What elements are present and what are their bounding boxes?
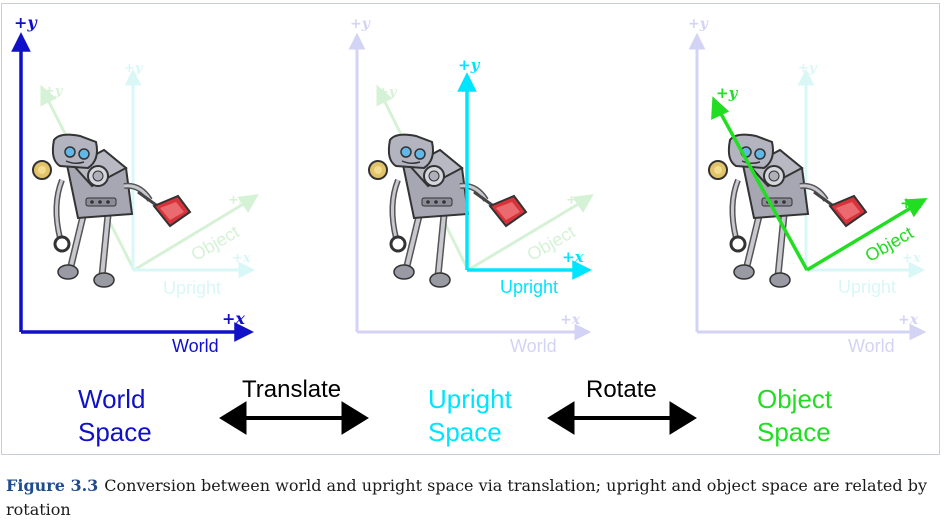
faded-upright-x-label: +x — [232, 251, 251, 266]
faded-world-axes — [348, 32, 592, 341]
faded-upright-x-label: +x — [902, 251, 921, 266]
faded-world-axes — [688, 32, 927, 341]
upright-space-label-line1: Upright — [428, 384, 513, 414]
upright-axes-name: Upright — [500, 277, 558, 297]
object-y-label: +y — [716, 84, 739, 102]
world-axes — [11, 32, 254, 342]
faded-world-x-label: +x — [560, 312, 581, 328]
object-space-label-line1: Object — [757, 384, 833, 414]
object-space-label-line2: Space — [757, 417, 831, 447]
upright-y-label: +y — [458, 56, 481, 74]
double-arrow-icon — [547, 401, 697, 435]
translate-label: Translate — [242, 376, 341, 403]
faded-world-y-label: +y — [688, 16, 709, 32]
faded-world-name: World — [510, 336, 557, 356]
panel-world-space: +x +y Object +x +y Upright +y +x World W… — [11, 13, 259, 447]
upright-axes — [457, 72, 592, 280]
faded-upright-y-label: +y — [124, 61, 144, 76]
world-axes-name: World — [172, 336, 219, 356]
world-y-label: +y — [14, 13, 38, 32]
faded-object-y-label: +y — [44, 84, 64, 99]
rotate-label: Rotate — [586, 376, 657, 403]
caption-text: Conversion between world and upright spa… — [6, 476, 927, 519]
object-axes — [711, 96, 928, 272]
faded-world-x-label: +x — [898, 312, 919, 328]
faded-upright-axes — [797, 68, 926, 279]
figure-number: Figure 3.3 — [6, 476, 99, 495]
faded-upright-name: Upright — [163, 278, 221, 298]
robot-illustration — [33, 135, 190, 287]
faded-world-name: World — [848, 336, 895, 356]
upright-space-label-line2: Space — [428, 417, 502, 447]
world-space-label-line2: Space — [78, 417, 152, 447]
object-x-label: +x — [900, 194, 923, 212]
faded-object-x-label: +x — [228, 193, 247, 208]
robot-illustration — [709, 135, 866, 287]
panel-object-space: +y +x World +x +y Upright +y +x Object O… — [688, 16, 928, 447]
double-arrow-icon — [219, 401, 369, 435]
rotate-arrow-group: Rotate — [547, 376, 697, 435]
translate-arrow-group: Translate — [219, 376, 369, 435]
faded-object-x-label: +x — [566, 193, 585, 208]
faded-object-y-label: +y — [378, 85, 398, 100]
world-x-label: +x — [222, 309, 245, 328]
world-space-label-line1: World — [78, 384, 145, 414]
faded-upright-y-label: +y — [798, 61, 818, 76]
faded-world-y-label: +y — [350, 16, 371, 32]
panel-upright-space: +y +x World +x +y Object +y +x Upright U… — [348, 16, 594, 447]
upright-x-label: +x — [562, 248, 585, 266]
faded-upright-name: Upright — [838, 277, 896, 297]
robot-illustration — [369, 135, 526, 287]
faded-upright-axes — [124, 68, 256, 279]
